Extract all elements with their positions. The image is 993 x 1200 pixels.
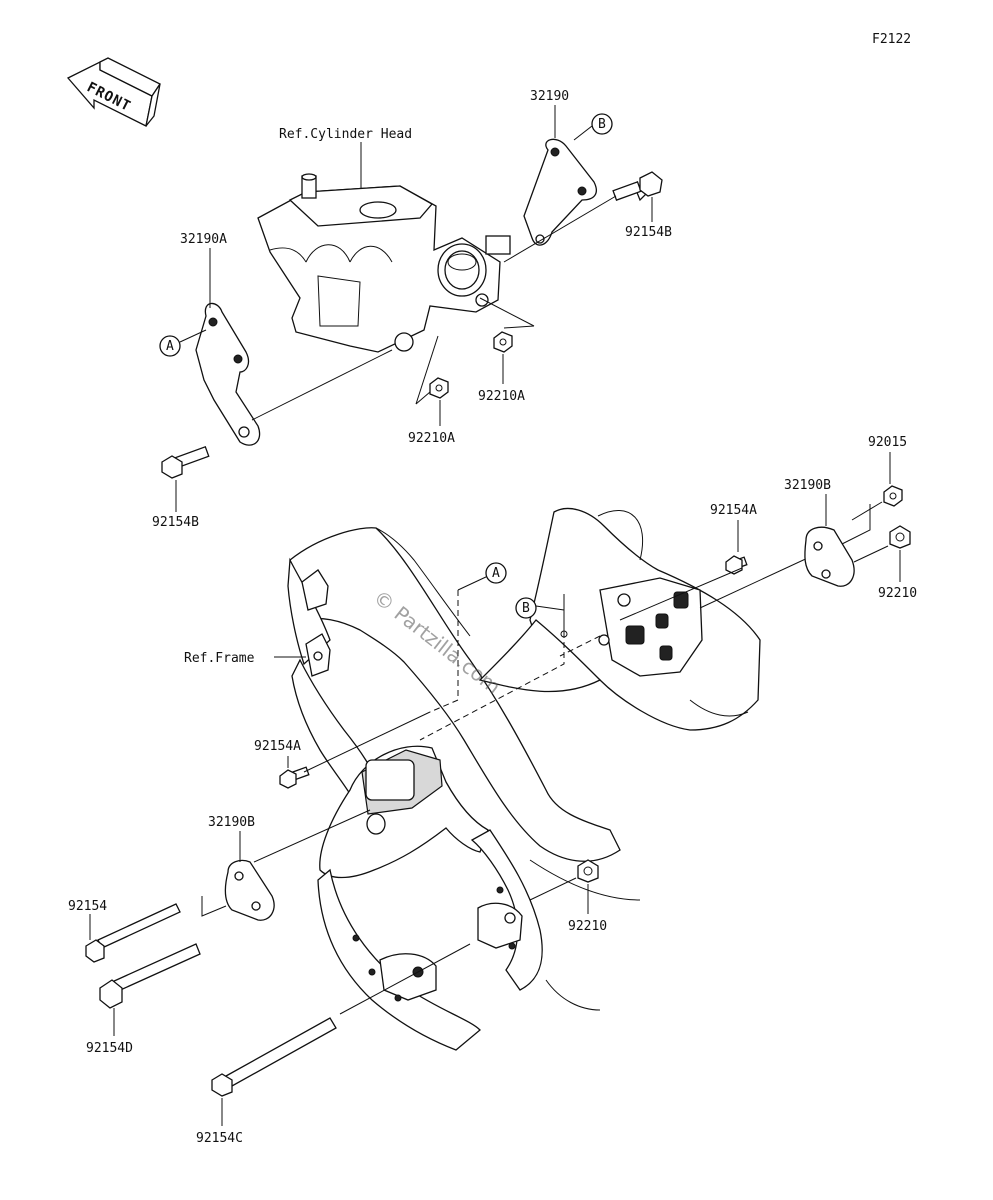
part-92210-lower: 92210 [568, 919, 607, 934]
bracket-32190A [195, 302, 261, 446]
part-92015: 92015 [868, 435, 907, 450]
bolt-92154A-upper [725, 555, 748, 575]
part-92154C: 92154C [196, 1131, 243, 1146]
callout-a-frame: A [485, 562, 507, 584]
figure-code: F2122 [872, 32, 911, 47]
ref-frame-label: Ref.Frame [184, 651, 255, 666]
svg-text:A: A [166, 339, 174, 354]
part-92210-upper: 92210 [878, 586, 917, 601]
callout-a-upper: A [159, 335, 181, 357]
nut-92210-upper [889, 525, 911, 549]
part-92154D: 92154D [86, 1041, 133, 1056]
part-92154B-left: 92154B [152, 515, 199, 530]
bolt-92154A-lower [279, 766, 310, 789]
part-92154B-upper: 92154B [625, 225, 672, 240]
part-32190B-lower: 32190B [208, 815, 255, 830]
frame [287, 507, 761, 1051]
part-32190: 32190 [530, 89, 569, 104]
bolt-92154C [211, 1017, 337, 1097]
bolt-92154B-upper [612, 171, 663, 202]
part-32190B-upper: 32190B [784, 478, 831, 493]
callout-b-frame: B [515, 597, 537, 619]
bracket-32190 [523, 138, 597, 246]
part-92154A-lower: 92154A [254, 739, 301, 754]
part-32190A: 32190A [180, 232, 227, 247]
part-92154: 92154 [68, 899, 107, 914]
ref-cylinder-head-label: Ref.Cylinder Head [279, 127, 412, 142]
nut-92210-lower [577, 859, 599, 883]
bolt-92154B-left [161, 445, 210, 479]
svg-text:B: B [522, 601, 530, 616]
part-92154A-upper: 92154A [710, 503, 757, 518]
bracket-32190B-upper [804, 526, 855, 587]
svg-text:A: A [492, 566, 500, 581]
bolt-92154 [85, 903, 181, 963]
part-92210A-right: 92210A [478, 389, 525, 404]
nut-92015 [883, 485, 903, 507]
part-92210A-left: 92210A [408, 431, 455, 446]
cylinder-head [257, 173, 511, 353]
nut-92210A-right [493, 331, 513, 353]
front-arrow-icon: FRONT [66, 57, 161, 127]
svg-text:B: B [598, 117, 606, 132]
bolt-92154D [99, 943, 201, 1009]
callout-b-upper: B [591, 113, 613, 135]
nut-92210A-left [429, 377, 449, 399]
bracket-32190B-lower [224, 859, 275, 921]
